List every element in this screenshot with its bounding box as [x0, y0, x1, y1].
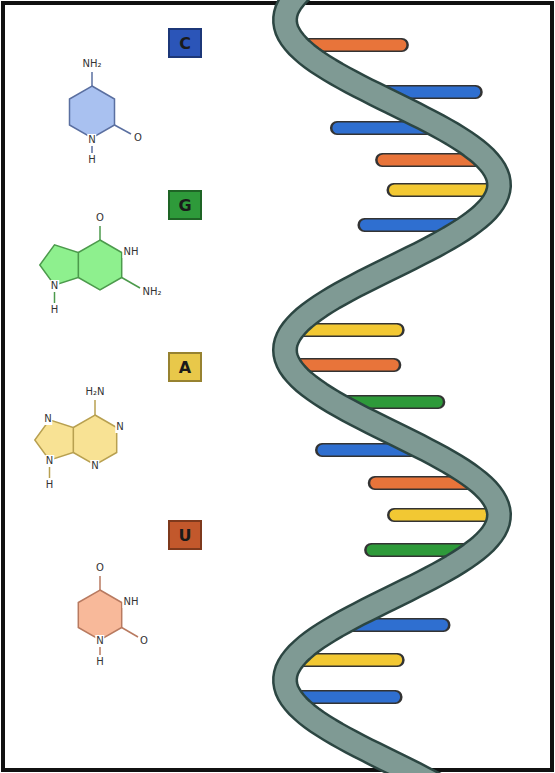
frame [3, 3, 552, 770]
backbone-ribbon [285, 0, 499, 773]
base-letter-box: U [168, 520, 202, 550]
atom-label: N [50, 280, 59, 292]
atom-label: N [43, 413, 52, 425]
atom-label: NH [123, 596, 140, 608]
atom-label: H [45, 479, 55, 491]
base-letter-box: G [168, 190, 202, 220]
guanine-structure [40, 226, 140, 303]
base-letter: C [179, 34, 191, 53]
rna-helix [285, 0, 499, 773]
base-letter: U [179, 526, 192, 545]
atom-label: O [139, 635, 149, 647]
uracil-structure [78, 576, 138, 655]
atom-label: O [95, 562, 105, 574]
atom-label: N [95, 635, 104, 647]
adenine-structure [35, 400, 117, 478]
base-letter-box: C [168, 28, 202, 58]
atom-label: NH₂ [141, 286, 162, 298]
atom-label: O [133, 132, 143, 144]
cytosine-structure [70, 72, 132, 153]
base-rod [395, 510, 498, 521]
atom-label: H₂N [84, 386, 105, 398]
atom-label: N [45, 455, 54, 467]
atom-label: O [95, 212, 105, 224]
base-letter: A [179, 358, 191, 377]
atom-label: N [87, 134, 96, 146]
atom-label: H [50, 304, 60, 316]
atom-label: NH [123, 246, 140, 258]
atom-label: H [87, 154, 97, 166]
base-letter: G [178, 196, 191, 215]
base-rod [395, 185, 498, 196]
atom-label: N [115, 421, 124, 433]
atom-label: H [95, 656, 105, 668]
atom-label: NH₂ [81, 58, 102, 70]
backbone-ribbon [285, 0, 499, 773]
base-letter-box: A [168, 352, 202, 382]
atom-label: N [90, 460, 99, 472]
base-rod [394, 508, 499, 522]
